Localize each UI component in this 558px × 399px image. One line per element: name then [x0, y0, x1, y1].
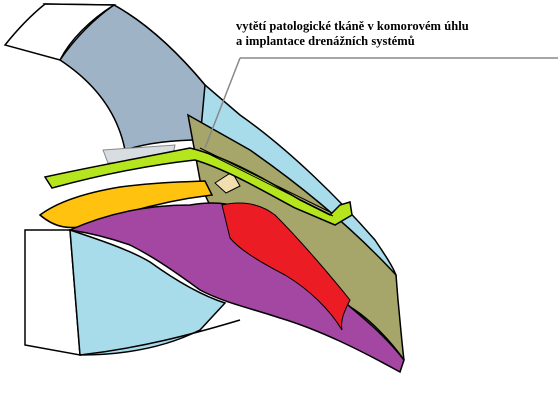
annotation-line-2: a implantace drenážních systémů: [236, 34, 558, 49]
annotation-label: vytětí patologické tkáně v komorovém úhl…: [236, 19, 558, 49]
annotation-line-1: vytětí patologické tkáně v komorovém úhl…: [236, 19, 558, 34]
